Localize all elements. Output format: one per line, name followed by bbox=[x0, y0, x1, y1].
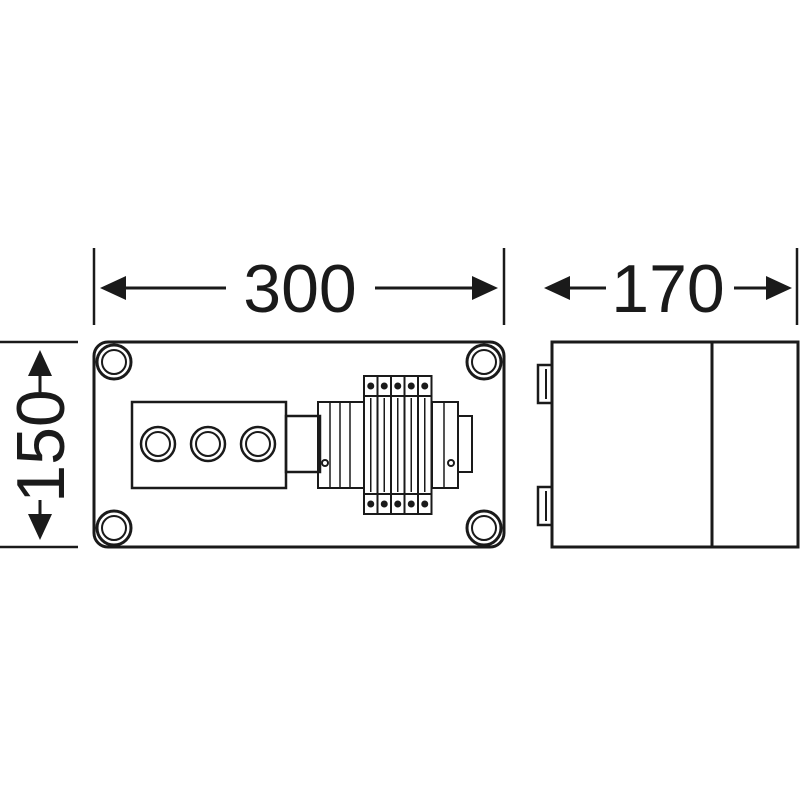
width-dimension: 300 bbox=[92, 248, 506, 327]
corner-screw-top-right bbox=[465, 343, 503, 381]
push-button-2 bbox=[189, 425, 227, 463]
panel-connector bbox=[284, 414, 322, 474]
width-arrowhead-right bbox=[472, 276, 498, 300]
corner-screw-bottom-left bbox=[95, 509, 133, 547]
hinge-top bbox=[536, 363, 554, 405]
height-arrowhead-top bbox=[28, 350, 52, 376]
depth-arrowhead-left bbox=[544, 276, 570, 300]
width-arrowhead-left bbox=[100, 276, 126, 300]
terminal-screw bbox=[367, 500, 375, 508]
height-label: 150 bbox=[3, 389, 79, 502]
push-button-3 bbox=[239, 425, 277, 463]
width-label: 300 bbox=[243, 251, 356, 327]
enclosure-front-outline bbox=[92, 340, 506, 549]
terminal-screw bbox=[380, 382, 388, 390]
push-button-panel bbox=[130, 400, 288, 490]
terminal-end-stop-right bbox=[431, 401, 459, 489]
terminal-block bbox=[363, 375, 379, 515]
enclosure-side-outline bbox=[550, 340, 800, 549]
push-button-1 bbox=[139, 425, 177, 463]
corner-screw-bottom-right bbox=[465, 509, 503, 547]
din-rail-end-right bbox=[457, 415, 473, 473]
depth-label: 170 bbox=[611, 251, 724, 327]
terminal-block bbox=[417, 375, 433, 515]
depth-dimension: 170 bbox=[544, 248, 799, 327]
corner-screw-top-left bbox=[95, 343, 133, 381]
terminal-blocks bbox=[363, 375, 433, 515]
terminal-screw bbox=[407, 500, 415, 508]
terminal-screw bbox=[394, 382, 402, 390]
terminal-screw bbox=[394, 500, 402, 508]
terminal-block bbox=[403, 375, 419, 515]
height-arrowhead-bottom bbox=[28, 514, 52, 540]
terminal-end-stop-left bbox=[317, 401, 365, 489]
hinge-bottom bbox=[536, 485, 554, 527]
terminal-block bbox=[376, 375, 392, 515]
terminal-screw bbox=[421, 382, 429, 390]
terminal-block-assembly bbox=[317, 375, 473, 515]
height-dimension: 150 bbox=[0, 340, 79, 549]
front-view bbox=[92, 340, 506, 549]
terminal-screw bbox=[367, 382, 375, 390]
depth-arrowhead-right bbox=[766, 276, 792, 300]
side-view bbox=[536, 340, 800, 549]
terminal-screw bbox=[421, 500, 429, 508]
terminal-screw bbox=[407, 382, 415, 390]
terminal-block bbox=[390, 375, 406, 515]
terminal-screw bbox=[380, 500, 388, 508]
